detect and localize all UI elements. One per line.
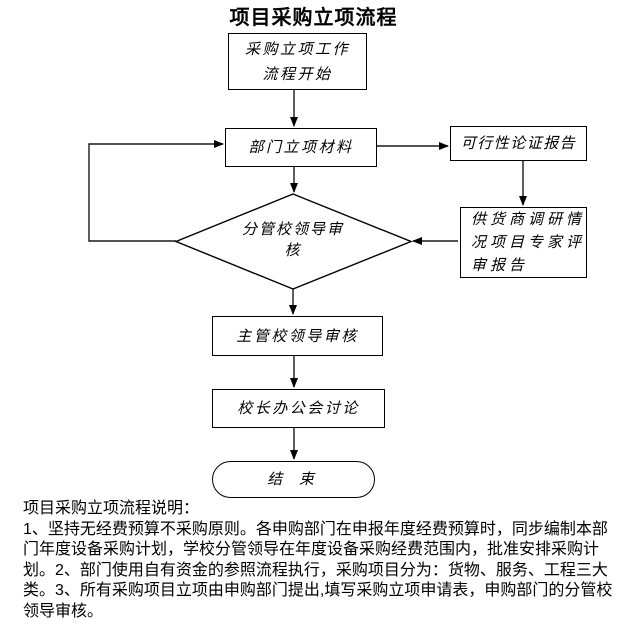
arrow-decision-reject-loop: [88, 140, 224, 242]
node-supplier-review: 供货商调研情 况项目专家评 审报告: [460, 207, 587, 278]
node-decision-branch-leader-review: 分管校领导审 核: [241, 220, 344, 259]
node-principal-meeting: 校长办公会讨论: [212, 389, 385, 428]
decision-diamond-shape: [174, 193, 413, 290]
node-dept-materials: 部门立项材料: [225, 128, 377, 167]
page-title: 项目采购立项流程: [229, 7, 398, 29]
node-feasibility-report: 可行性论证报告: [450, 126, 587, 161]
notes-body: 1、坚持无经费预算不采购原则。各申购部门在申报年度经费预算时，同步编制本部门年度…: [23, 520, 613, 620]
node-chief-leader-review: 主管校领导审核: [212, 316, 383, 356]
node-start: 采购立项工作 流程开始: [228, 33, 367, 90]
notes-heading: 项目采购立项流程说明：: [23, 500, 200, 517]
node-end-terminator: 结 束: [212, 461, 375, 498]
process-notes: 项目采购立项流程说明： 1、坚持无经费预算不采购原则。各申购部门在申报年度经费预…: [23, 499, 620, 622]
